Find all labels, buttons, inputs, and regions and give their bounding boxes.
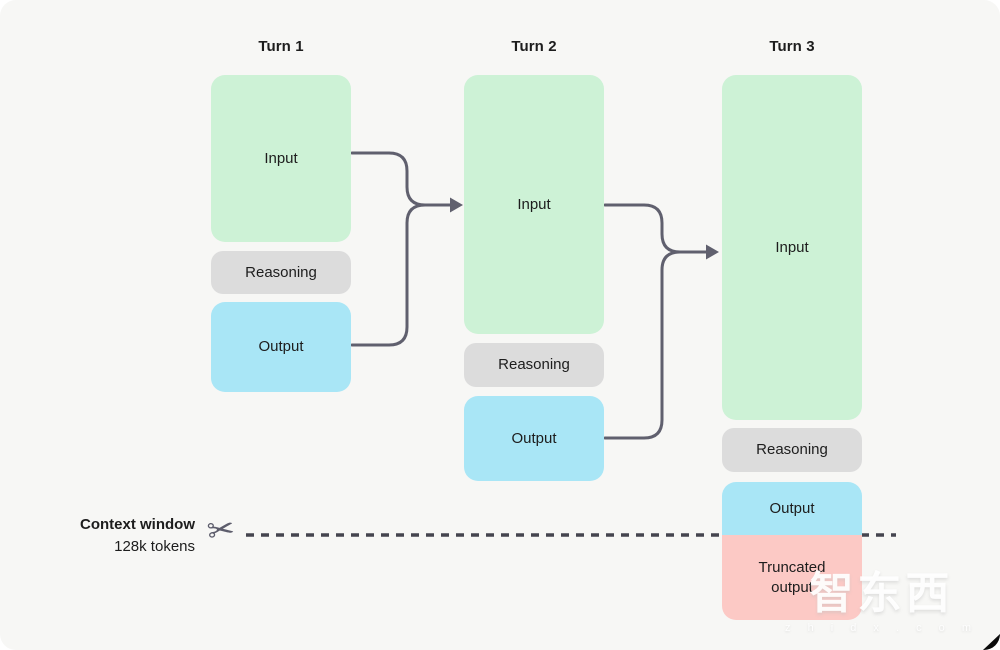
corner-fragment [983, 634, 1000, 650]
turn3-input-block: Input [722, 75, 862, 420]
context-window-annotation: Context window 128k tokens [40, 514, 195, 558]
turn2-title: Turn 2 [511, 38, 557, 55]
turn2-reasoning-label: Reasoning [498, 356, 570, 373]
watermark-domain: z h i d x . c o m [785, 622, 978, 634]
arrowhead-turn2 [450, 197, 463, 213]
arrow-turn2-to-turn3 [603, 203, 708, 440]
turn2-input-label: Input [517, 195, 551, 213]
turn3-input-label: Input [775, 238, 809, 256]
turn2-reasoning-block: Reasoning [464, 343, 604, 387]
turn1-input-block: Input [211, 75, 351, 242]
context-window-label: Context window [80, 516, 195, 533]
turn3-truncated-output-label: Truncated output [758, 558, 826, 596]
scissors-icon: ✂ [204, 508, 238, 551]
context-window-size: 128k tokens [114, 538, 195, 555]
turn1-reasoning-block: Reasoning [211, 251, 351, 294]
turn1-reasoning-label: Reasoning [245, 263, 317, 281]
turn3-reasoning-block: Reasoning [722, 428, 862, 472]
turn1-output-label: Output [258, 338, 304, 355]
turn2-output-block: Output [464, 396, 604, 481]
turn3-title: Turn 3 [769, 38, 815, 55]
turn2-input-block: Input [464, 75, 604, 334]
turn3-truncated-output-block: Truncated output [722, 535, 862, 620]
turn3-reasoning-label: Reasoning [756, 441, 828, 458]
turn3-output-block: Output [722, 482, 862, 535]
arrowhead-turn3 [706, 244, 719, 260]
turn3-output-label: Output [769, 499, 815, 517]
arrow-turn1-to-turn2 [350, 151, 452, 347]
turn1-output-block: Output [211, 302, 351, 392]
turn1-input-label: Input [264, 149, 298, 167]
turn1-title: Turn 1 [258, 38, 304, 55]
turn2-output-label: Output [511, 429, 557, 447]
